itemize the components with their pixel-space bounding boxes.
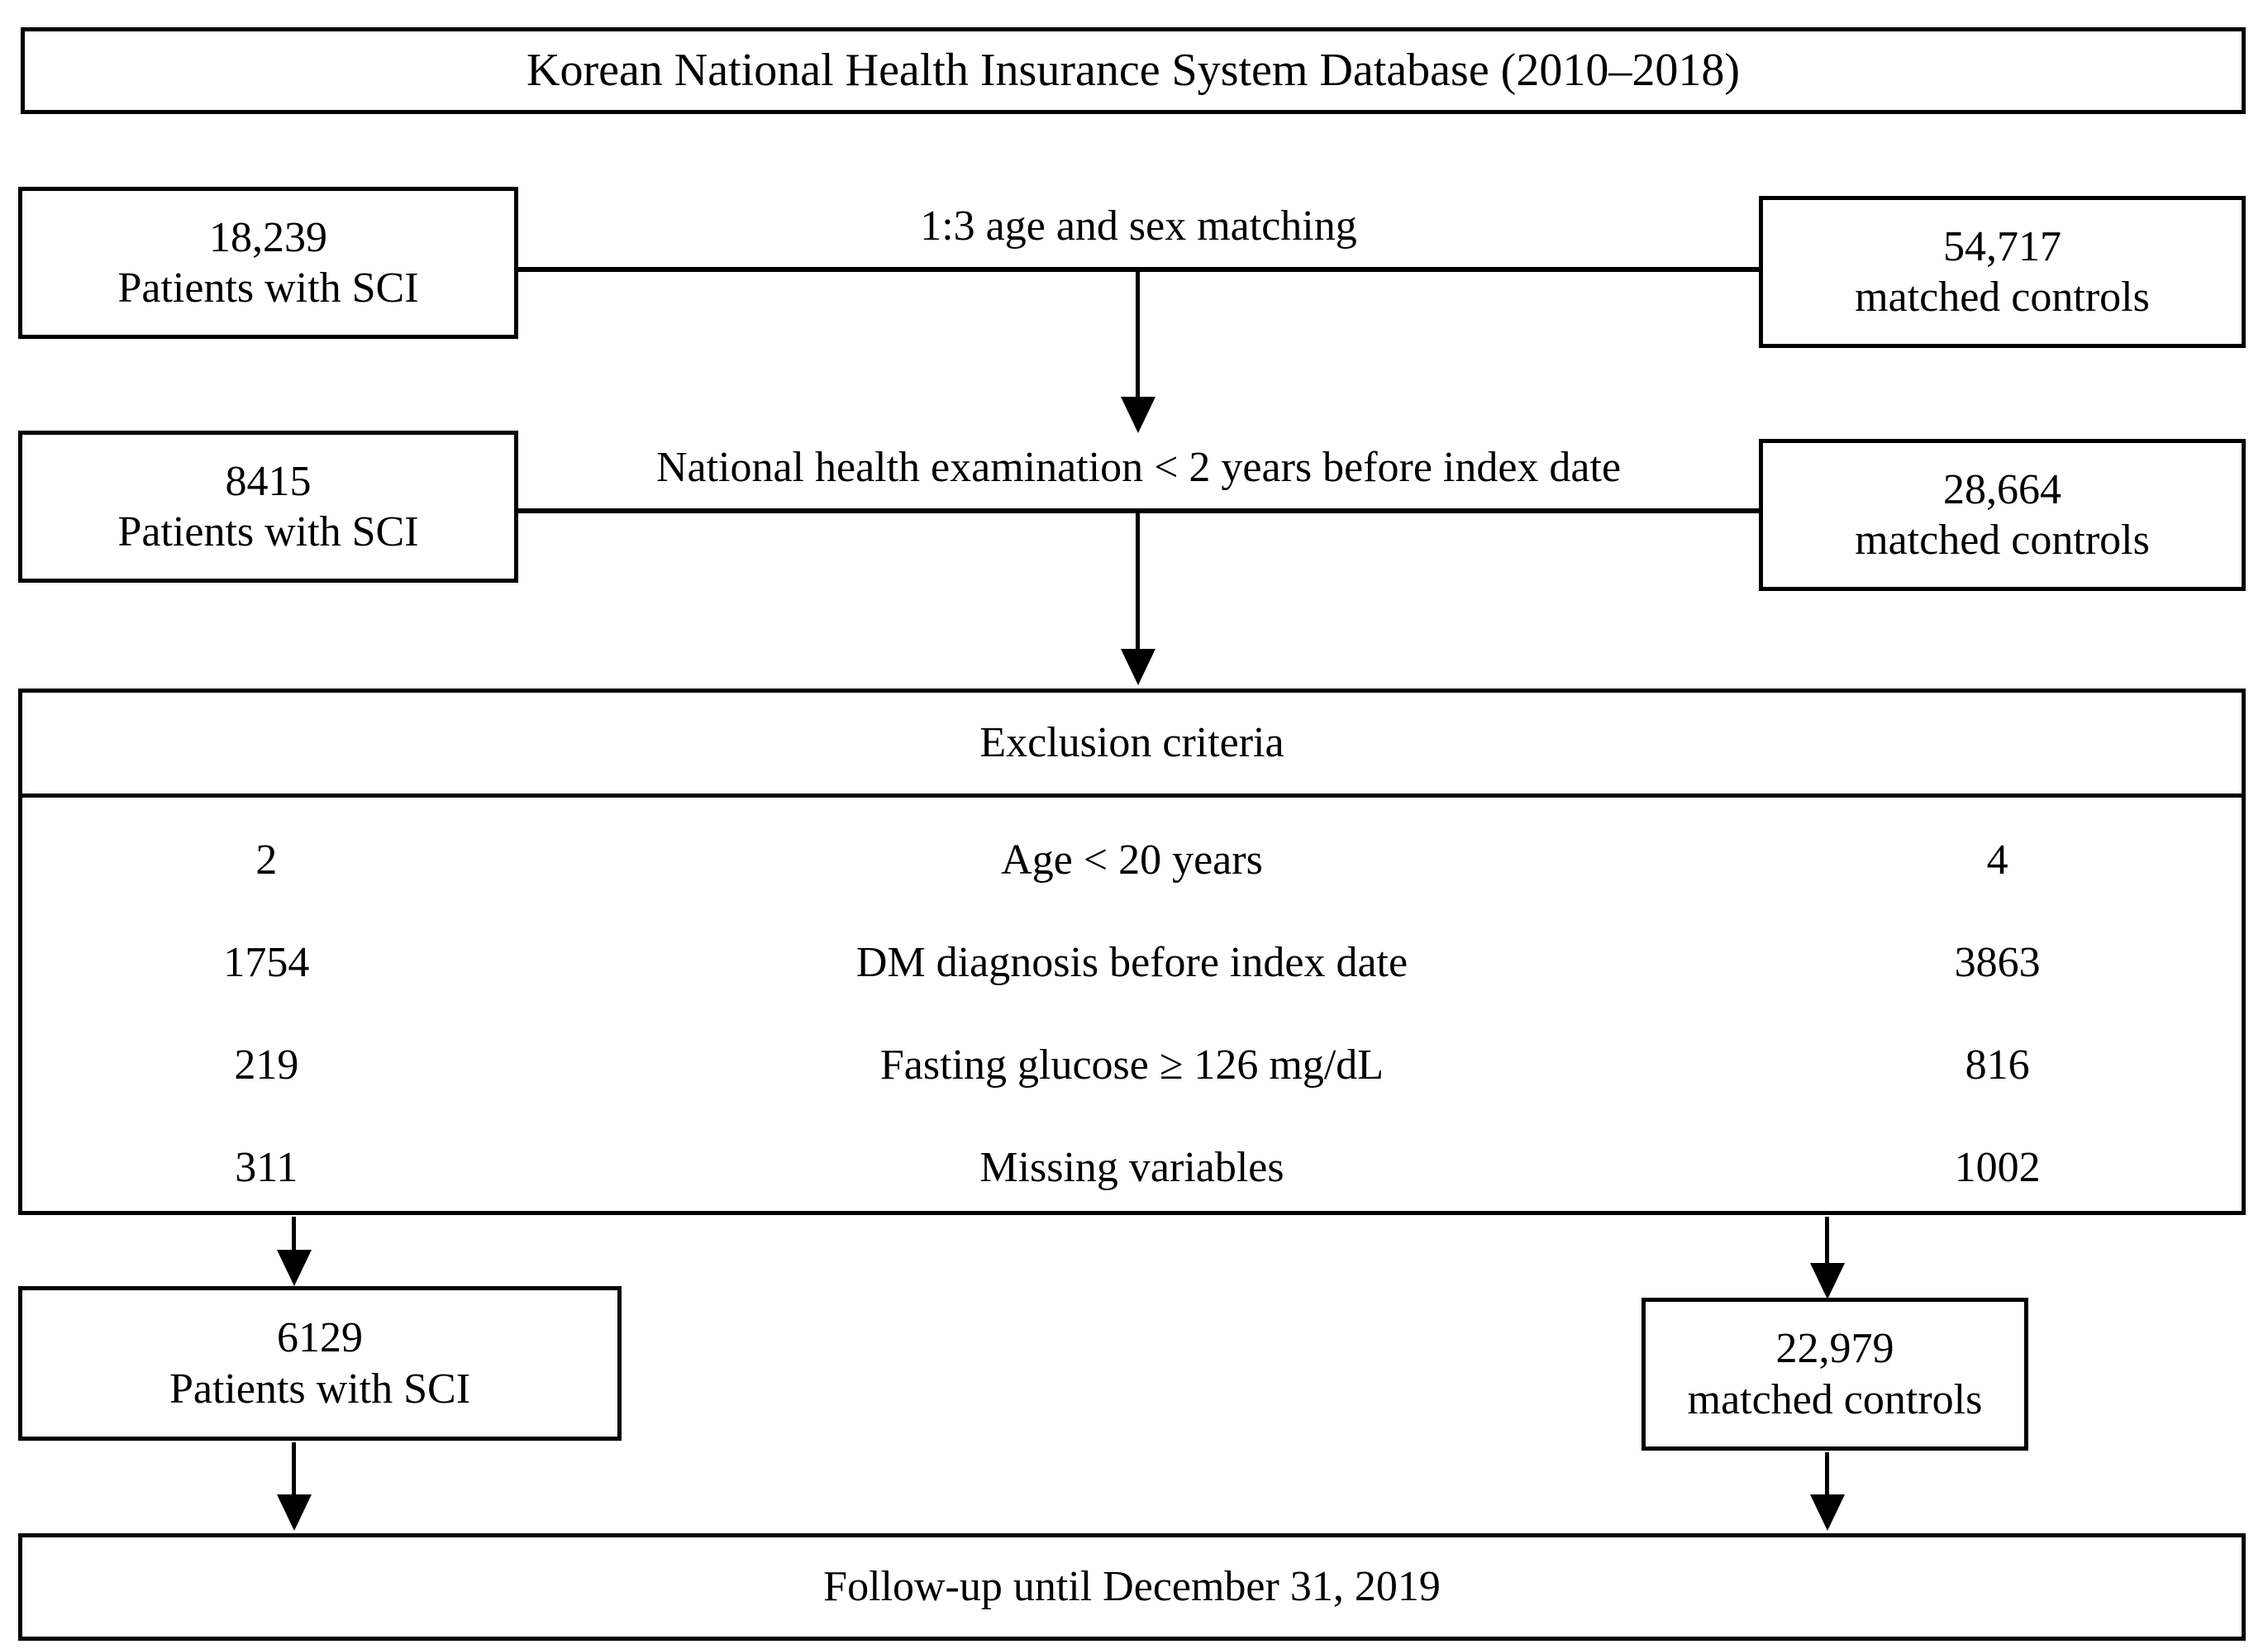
exclusion-criteria-header: Exclusion criteria	[22, 693, 2242, 798]
stage3-control-box: 22,979 matched controls	[1641, 1298, 2028, 1451]
exclusion-row: 219 Fasting glucose ≥ 126 mg/dL 816	[22, 1014, 2242, 1117]
stage1-connector-label: 1:3 age and sex matching	[920, 203, 1357, 250]
control-to-followup-arrow-head	[1810, 1494, 1845, 1531]
stage1-control-box: 54,717 matched controls	[1759, 196, 2246, 348]
stage2-control-count: 28,664	[1943, 465, 2061, 513]
stage1-control-count: 54,717	[1943, 222, 2061, 270]
database-source-box: Korean National Health Insurance System …	[21, 27, 2246, 114]
stage1-to-stage2-arrow-head	[1121, 397, 1155, 433]
followup-label: Follow-up until December 31, 2019	[823, 1563, 1441, 1611]
exclusion-row-control-count: 1002	[1954, 1144, 2041, 1192]
stage1-sci-label: Patients with SCI	[117, 265, 419, 312]
exclusion-row: 2 Age < 20 years 4	[22, 809, 2242, 912]
stage3-sci-label: Patients with SCI	[169, 1365, 471, 1413]
stage1-control-label: matched controls	[1855, 274, 2150, 321]
exclusion-row-control-count: 4	[1986, 836, 2008, 884]
stage3-control-count: 22,979	[1775, 1325, 1894, 1373]
exclusion-criteria-box: Exclusion criteria 2 Age < 20 years 4 17…	[18, 689, 2246, 1215]
stage2-connector-label: National health examination < 2 years be…	[655, 444, 1622, 491]
stage2-to-exclusion-arrow-head	[1121, 649, 1155, 685]
exclusion-row-sci-count: 219	[234, 1041, 299, 1089]
exclusion-row-sci-count: 311	[235, 1144, 298, 1192]
exclusion-to-control-arrow-stem	[1825, 1217, 1829, 1270]
exclusion-row-sci-count: 2	[255, 836, 278, 884]
sci-to-followup-arrow-head	[277, 1494, 312, 1531]
stage2-sci-box: 8415 Patients with SCI	[18, 431, 518, 583]
stage2-control-label: matched controls	[1855, 517, 2150, 564]
stage3-sci-box: 6129 Patients with SCI	[18, 1286, 622, 1441]
exclusion-row-sci-count: 1754	[223, 939, 310, 987]
stage1-sci-count: 18,239	[209, 213, 327, 261]
exclusion-row: 311 Missing variables 1002	[22, 1117, 2242, 1219]
exclusion-row: 1754 DM diagnosis before index date 3863	[22, 912, 2242, 1014]
exclusion-row-control-count: 816	[1965, 1041, 2030, 1089]
control-to-followup-arrow-stem	[1825, 1452, 1829, 1500]
exclusion-to-sci-arrow-stem	[292, 1217, 296, 1258]
stage2-sci-count: 8415	[225, 457, 312, 505]
exclusion-row-criterion: Fasting glucose ≥ 126 mg/dL	[879, 1041, 1384, 1089]
exclusion-row-criterion: Missing variables	[979, 1144, 1284, 1192]
stage3-sci-count: 6129	[277, 1314, 363, 1362]
stage3-control-label: matched controls	[1687, 1375, 1983, 1423]
exclusion-criteria-rows: 2 Age < 20 years 4 1754 DM diagnosis bef…	[22, 798, 2242, 1219]
stage2-control-box: 28,664 matched controls	[1759, 439, 2246, 591]
stage1-sci-box: 18,239 Patients with SCI	[18, 187, 518, 339]
sci-to-followup-arrow-stem	[292, 1442, 296, 1500]
exclusion-row-criterion: Age < 20 years	[1001, 836, 1263, 884]
exclusion-to-control-arrow-head	[1810, 1263, 1845, 1299]
stage2-sci-label: Patients with SCI	[117, 508, 419, 555]
followup-box: Follow-up until December 31, 2019	[18, 1533, 2246, 1641]
stage1-to-stage2-arrow-stem	[1136, 269, 1140, 402]
database-source-label: Korean National Health Insurance System …	[526, 45, 1740, 97]
exclusion-to-sci-arrow-head	[277, 1250, 312, 1286]
exclusion-row-control-count: 3863	[1954, 939, 2041, 987]
exclusion-criteria-header-label: Exclusion criteria	[979, 719, 1284, 767]
stage2-to-exclusion-arrow-stem	[1136, 511, 1140, 651]
exclusion-row-criterion: DM diagnosis before index date	[855, 939, 1408, 987]
